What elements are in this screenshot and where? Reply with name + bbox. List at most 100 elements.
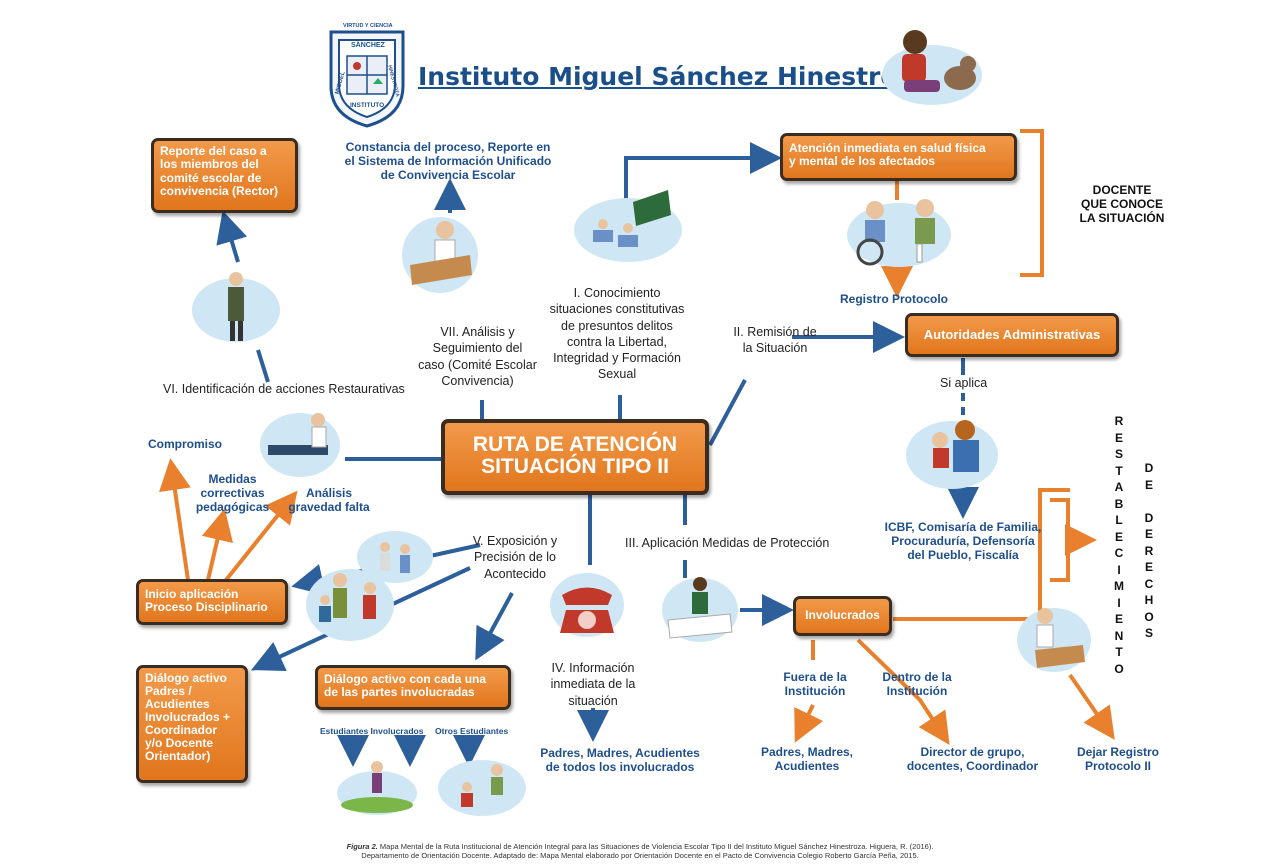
text-line: Acudientes — [774, 759, 840, 774]
box-line: Coordinador — [145, 722, 217, 737]
text-line: II. Remisión de — [733, 325, 817, 339]
text-line: Institución — [886, 684, 948, 699]
label-constancia: Constancia del proceso, Reporte en el Si… — [323, 140, 573, 182]
vertical-letter: O — [1114, 661, 1124, 676]
page-title: Instituto Miguel Sánchez Hinestroza — [418, 62, 929, 91]
label-icbf: ICBF, Comisaría de Familia, Procuraduría… — [878, 520, 1048, 562]
label-compromiso: Compromiso — [148, 437, 223, 451]
playground-illustration — [335, 755, 420, 815]
text-line: situación — [568, 693, 618, 708]
classroom-illustration — [573, 180, 683, 265]
vertical-letter: D — [1144, 461, 1154, 475]
box-line: y mental de los afectados — [789, 154, 936, 169]
text-line: Análisis — [305, 486, 353, 500]
school-crest-logo: VIRTUD Y CIENCIA SÁNCHEZ MIGUEL INSTITUT… — [325, 22, 409, 128]
vertical-letter: A — [1114, 480, 1124, 494]
box-dialogo-partes: Diálogo activo con cada una de las parte… — [315, 665, 511, 710]
students-group-illustration — [437, 752, 527, 817]
text-line: Medidas — [208, 472, 257, 486]
logo-word-sanchez: SÁNCHEZ — [351, 42, 385, 49]
vertical-letter: N — [1114, 628, 1124, 643]
office-worker-illustration — [1015, 600, 1093, 675]
vertical-letter: S — [1144, 626, 1153, 640]
vertical-letter: E — [1144, 527, 1153, 541]
box-line: Inicio aplicación — [145, 587, 239, 601]
text-line: del Pueblo, Fiscalía — [907, 548, 1019, 563]
vertical-letter: D — [1144, 510, 1154, 525]
text-line: Sexual — [597, 367, 637, 382]
text-line: de todos los involucrados — [545, 760, 695, 775]
mother-child-illustration — [905, 410, 1000, 492]
box-line: Diálogo activo con cada una — [324, 672, 487, 686]
label-remision: II. Remisión de la Situación — [725, 324, 825, 357]
box-inicio-aplicacion: Inicio aplicación Proceso Disciplinario — [136, 579, 288, 625]
text-line: Padres, Madres, — [760, 745, 854, 759]
box-line: los miembros del — [160, 157, 259, 172]
logo-motto: VIRTUD Y CIENCIA — [343, 23, 393, 29]
text-line: Procuraduría, Defensoría — [891, 534, 1035, 549]
box-involucrados: Involucrados — [793, 596, 892, 636]
text-line: contra la Libertad, — [566, 334, 668, 349]
caption-figure-label: Figura 2. — [346, 842, 378, 851]
label-identificacion: VI. Identificación de acciones Restaurat… — [163, 382, 405, 396]
label-exposicion: V. Exposición y Precisión de lo Aconteci… — [460, 533, 570, 582]
wheelchair-kids-illustration — [845, 190, 953, 270]
girl-with-dog-illustration — [880, 20, 985, 110]
text-line: Protocolo II — [1085, 759, 1151, 774]
center-title-line2: SITUACIÓN TIPO II — [481, 455, 669, 479]
vertical-letter: I — [1117, 595, 1121, 610]
text-line: caso (Comité Escolar — [418, 357, 537, 372]
text-line: correctivas — [200, 486, 265, 501]
box-dialogo-padres: Diálogo activo Padres / Acudientes Invol… — [136, 665, 248, 783]
vertical-letter: I — [1117, 562, 1121, 577]
text-line: V. Exposición y — [472, 534, 558, 548]
vertical-letter: H — [1144, 593, 1154, 607]
box-line: convivencia (Rector) — [160, 184, 279, 199]
text-line: inmediata de la — [550, 677, 636, 692]
box-line: Diálogo activo — [145, 671, 228, 685]
vertical-letter: E — [1144, 560, 1153, 574]
text-line: de Convivencia Escolar — [380, 168, 516, 183]
vertical-letter: T — [1115, 463, 1123, 478]
label-analisis-seguimiento: VII. Análisis y Seguimiento del caso (Co… — [410, 324, 545, 389]
label-conocimiento: I. Conocimiento situaciones constitutiva… — [532, 285, 702, 383]
text-line: LA SITUACIÓN — [1079, 211, 1165, 226]
box-autoridades: Autoridades Administrativas — [905, 313, 1119, 357]
label-padres-acudientes: Padres, Madres, Acudientes — [752, 745, 862, 773]
telephone-illustration — [548, 565, 626, 640]
label-analisis: Análisis gravedad falta — [280, 486, 378, 514]
text-line: pedagógicas — [195, 500, 270, 515]
medical-exam-illustration — [258, 405, 343, 480]
text-line: I. Conocimiento — [573, 286, 661, 300]
label-si-aplica: Si aplica — [940, 376, 988, 390]
teacher-student-illustration — [660, 570, 740, 645]
label-otros-estudiantes: Otros Estudiantes — [435, 726, 509, 736]
vertical-letter: B — [1114, 496, 1124, 511]
box-line: Reporte del caso a — [160, 144, 267, 158]
label-fuera: Fuera de la Institución — [775, 670, 855, 698]
text-line: ICBF, Comisaría de Familia, — [884, 520, 1042, 534]
label-registro-protocolo: Registro Protocolo — [840, 292, 949, 306]
label-docente: DOCENTE QUE CONOCE LA SITUACIÓN — [1068, 183, 1176, 225]
text-line: Integridad y Formación — [553, 351, 681, 365]
text-line: Precisión de lo — [474, 550, 556, 565]
text-line: Dejar Registro — [1076, 745, 1160, 759]
box-line: Acudientes — [145, 696, 210, 711]
vertical-letter: E — [1114, 529, 1123, 544]
label-padres-todos: Padres, Madres, Acudientes de todos los … — [530, 746, 710, 774]
box-line: Padres / — [145, 683, 192, 698]
label-aplicacion-medidas: III. Aplicación Medidas de Protección — [625, 536, 830, 550]
caption-line1: Mapa Mental de la Ruta Institucional de … — [377, 842, 934, 851]
text-line: Director de grupo, — [920, 745, 1025, 759]
woman-speaking-illustration — [190, 265, 282, 350]
box-line: Proceso Disciplinario — [145, 600, 268, 615]
label-estudiantes-involucrados: Estudiantes Involucrados — [320, 726, 424, 736]
label-informacion: IV. Información inmediata de la situació… — [538, 660, 648, 709]
box-reporte-caso: Reporte del caso a los miembros del comi… — [151, 138, 298, 213]
box-line: comité escolar de — [160, 170, 262, 185]
box-line: Involucrados — [805, 608, 880, 622]
center-route-box: RUTA DE ATENCIÓN SITUACIÓN TIPO II — [441, 419, 709, 495]
vertical-letter: E — [1144, 477, 1153, 492]
